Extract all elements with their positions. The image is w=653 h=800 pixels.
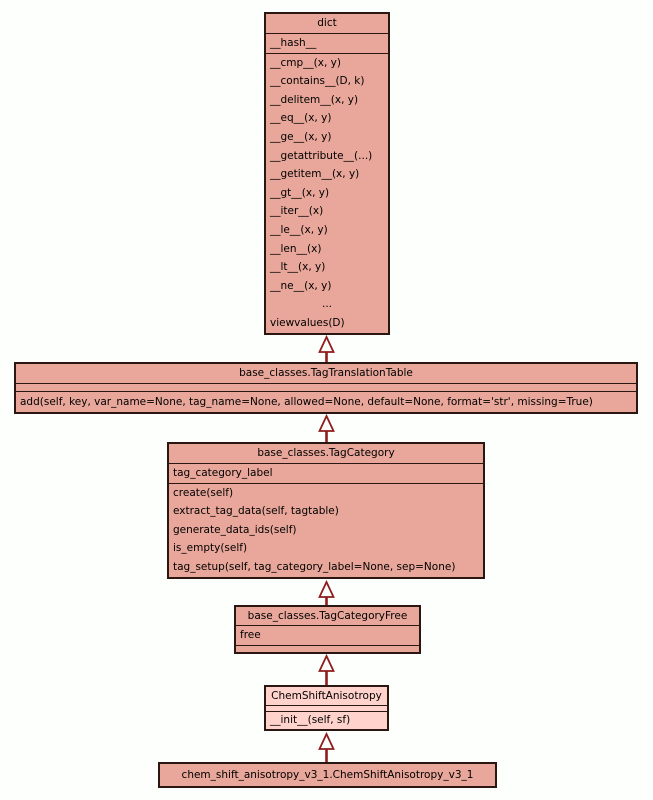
method-row: is_empty(self) bbox=[173, 542, 248, 555]
method-row: __init__(self, sf) bbox=[270, 714, 351, 726]
class-title: chem_shift_anisotropy_v3_1.ChemShiftAnis… bbox=[181, 769, 474, 781]
class-title: base_classes.TagCategory bbox=[169, 444, 483, 464]
inheritance-arrow-tagcategoryfree-to-tagcategory bbox=[318, 579, 335, 605]
method-row: __contains__(D, k) bbox=[270, 75, 365, 88]
inheritance-arrow-chemshiftanisotropy-to-tagcategoryfree bbox=[318, 653, 335, 685]
class-box-chemshiftanisotropy-v3-1: chem_shift_anisotropy_v3_1.ChemShiftAnis… bbox=[158, 762, 497, 788]
method-row: __gt__(x, y) bbox=[270, 186, 330, 199]
method-row: __delitem__(x, y) bbox=[270, 93, 359, 106]
method-row: add(self, key, var_name=None, tag_name=N… bbox=[20, 396, 593, 408]
inheritance-arrow-tagtranslationtable-to-dict bbox=[318, 334, 335, 362]
method-row: __ne__(x, y) bbox=[270, 279, 332, 292]
method-row: __le__(x, y) bbox=[270, 223, 328, 236]
class-box-chemshiftanisotropy: ChemShiftAnisotropy __init__(self, sf) bbox=[264, 685, 389, 731]
method-row: __lt__(x, y) bbox=[270, 261, 326, 274]
ellipsis-row: ... bbox=[321, 298, 332, 311]
attributes-compartment-empty bbox=[16, 384, 636, 392]
method-row: __getitem__(x, y) bbox=[270, 168, 360, 181]
class-box-tagtranslationtable: base_classes.TagTranslationTable add(sel… bbox=[14, 362, 638, 414]
method-row: __iter__(x) bbox=[270, 205, 324, 218]
methods-compartment: __cmp__(x, y) __contains__(D, k) __delit… bbox=[266, 54, 388, 333]
attributes-compartment: __hash__ bbox=[266, 34, 388, 54]
class-box-tagcategory: base_classes.TagCategory tag_category_la… bbox=[167, 442, 485, 579]
method-row: generate_data_ids(self) bbox=[173, 523, 297, 536]
method-row: __getattribute__(...) bbox=[270, 149, 373, 162]
method-row: __eq__(x, y) bbox=[270, 112, 332, 125]
attributes-compartment: tag_category_label bbox=[169, 464, 483, 484]
class-title: base_classes.TagTranslationTable bbox=[16, 364, 636, 384]
attribute-row: tag_category_label bbox=[173, 467, 273, 479]
class-title: base_classes.TagCategoryFree bbox=[236, 607, 419, 626]
inheritance-arrow-chemshiftanisotropyv31-to-chemshiftanisotropy bbox=[318, 731, 335, 762]
inheritance-arrow-tagcategory-to-tagtranslationtable bbox=[318, 413, 335, 442]
attribute-row: free bbox=[240, 629, 261, 641]
class-title: ChemShiftAnisotropy bbox=[266, 687, 387, 706]
method-row: tag_setup(self, tag_category_label=None,… bbox=[173, 560, 456, 573]
method-row: extract_tag_data(self, tagtable) bbox=[173, 505, 339, 518]
attributes-compartment: free bbox=[236, 626, 419, 646]
methods-compartment-empty bbox=[236, 646, 419, 652]
class-title: dict bbox=[266, 14, 388, 34]
class-box-dict: dict __hash__ __cmp__(x, y) __contains__… bbox=[264, 12, 390, 335]
class-box-tagcategoryfree: base_classes.TagCategoryFree free bbox=[234, 605, 421, 654]
methods-compartment: create(self) extract_tag_data(self, tagt… bbox=[169, 484, 483, 577]
method-row: __len__(x) bbox=[270, 242, 322, 255]
method-row: viewvalues(D) bbox=[270, 316, 345, 329]
attributes-compartment-empty bbox=[266, 706, 387, 712]
method-row: __ge__(x, y) bbox=[270, 130, 332, 143]
methods-compartment: __init__(self, sf) bbox=[266, 712, 387, 729]
method-row: __cmp__(x, y) bbox=[270, 56, 341, 69]
attribute-row: __hash__ bbox=[270, 37, 317, 49]
method-row: create(self) bbox=[173, 486, 234, 499]
methods-compartment: add(self, key, var_name=None, tag_name=N… bbox=[16, 392, 636, 412]
